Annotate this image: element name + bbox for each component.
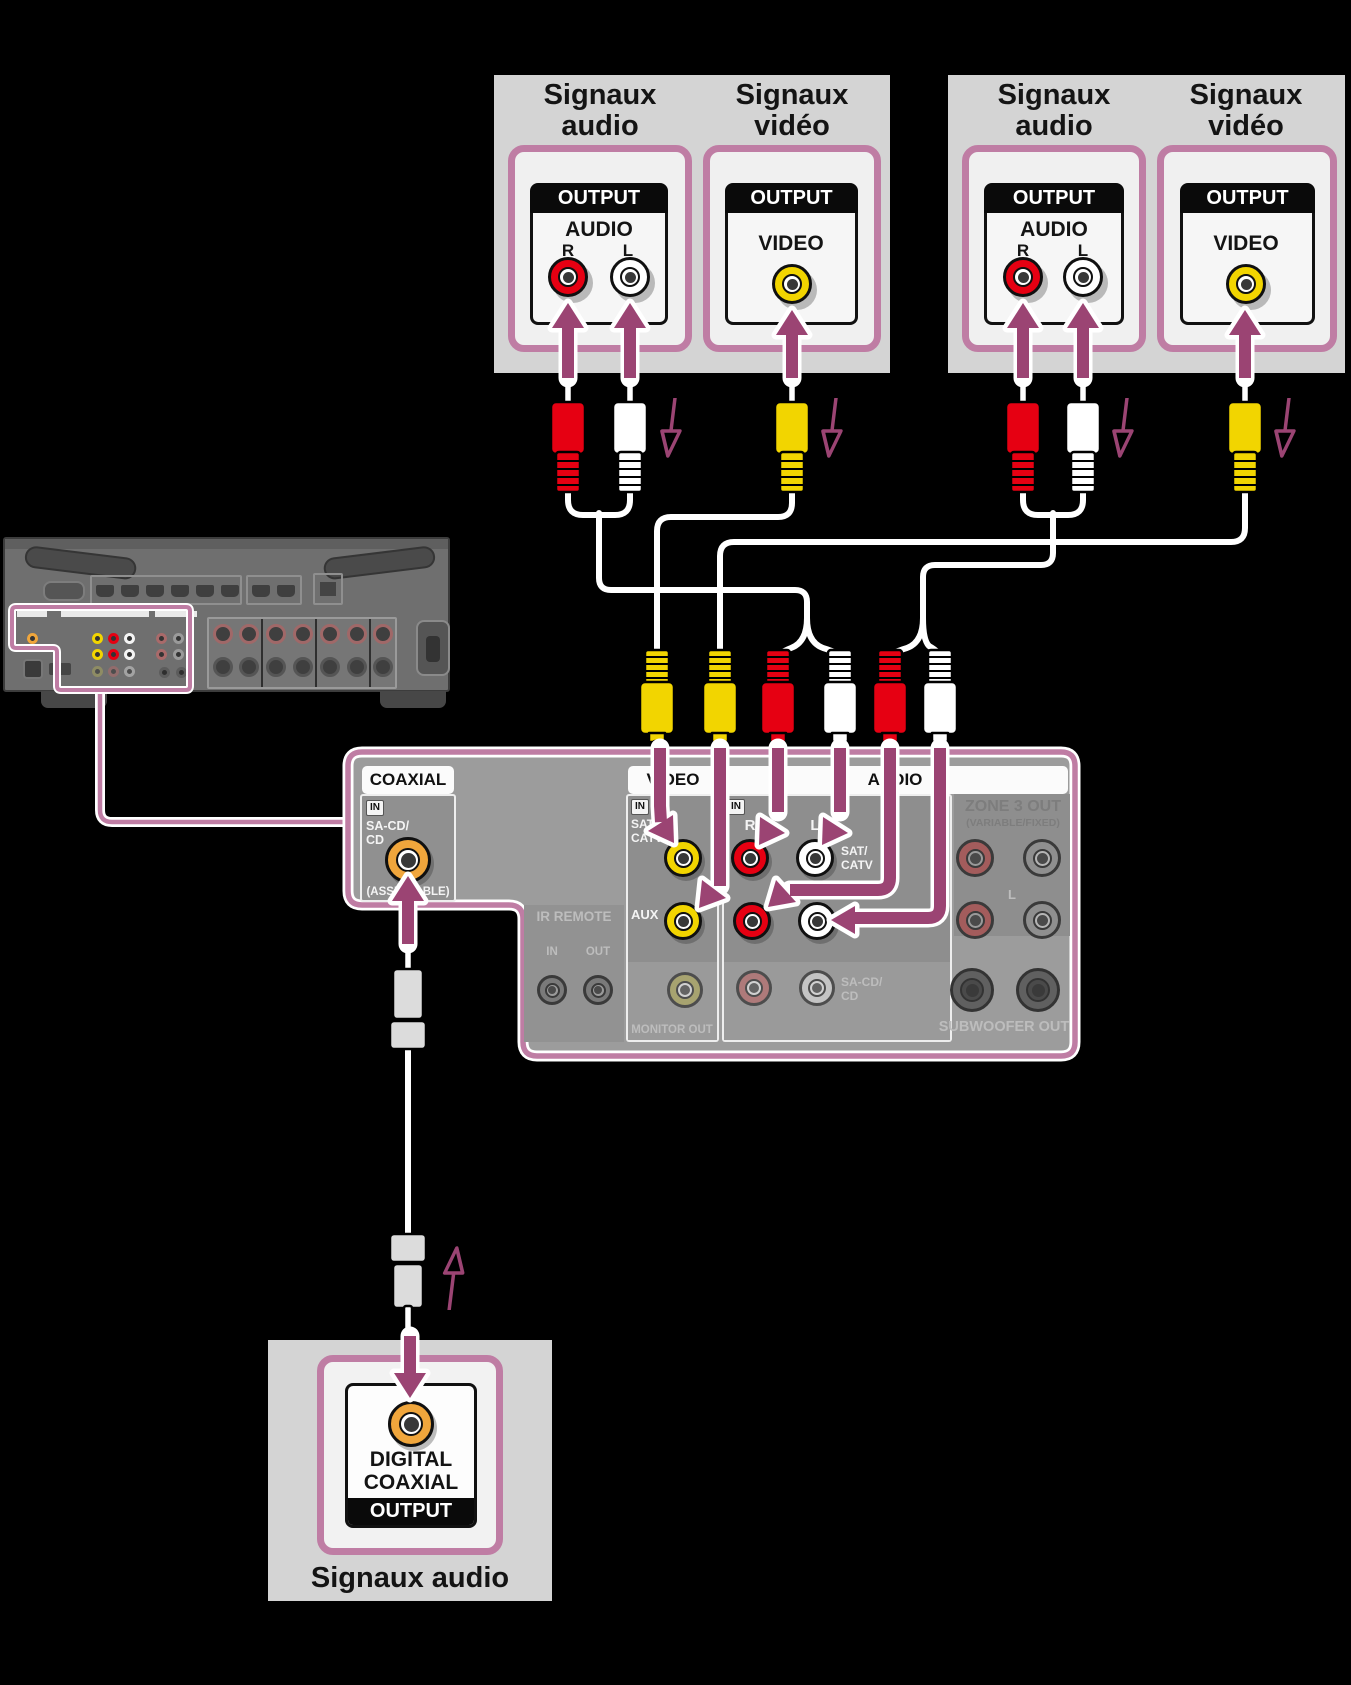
- signal-label-audio-2: Signaux audio: [997, 79, 1111, 143]
- audio-label: AUDIO: [1020, 218, 1088, 241]
- rca-plug-white-down-aux: [921, 648, 959, 756]
- signal-label-video-1: Signaux vidéo: [735, 79, 849, 143]
- subwoofer-out-jack-2: [1016, 968, 1060, 1012]
- audio-sacd-l-jack: [799, 970, 835, 1006]
- mini-coax-jack: [27, 633, 38, 644]
- zone3-l-label: L: [1008, 887, 1016, 902]
- signal-label-video-2: Signaux vidéo: [1189, 79, 1303, 143]
- coaxial-strip: COAXIAL: [362, 766, 454, 794]
- output-bar: OUTPUT: [530, 183, 668, 213]
- rca-plug-white-up-2: [1064, 378, 1102, 494]
- video-in-badge: IN: [631, 799, 649, 815]
- audio-r-output-jack-2: [1003, 257, 1043, 297]
- zone3-l2-jack: [1023, 901, 1061, 939]
- audio-sacd-label-2: CD: [841, 989, 859, 1003]
- direction-indicator-arrows: [442, 398, 1296, 1310]
- rca-plug-red-up-2: [1004, 378, 1042, 494]
- optical-port-icon: [23, 659, 43, 679]
- ir-remote-label: IR REMOTE: [536, 909, 612, 924]
- speaker-terminal-block: [207, 617, 397, 689]
- rca-plug-yellow-down-aux: [701, 648, 739, 756]
- down-indicator-icon: [660, 398, 682, 458]
- video-label: VIDEO: [758, 232, 824, 255]
- rca-plug-yellow-up-1: [773, 378, 811, 494]
- ir-in-label: IN: [546, 946, 558, 958]
- audio-l-label: L: [810, 817, 820, 834]
- rca-plug-red-down-sat: [759, 648, 797, 756]
- receiver-rear-panel: [3, 537, 450, 708]
- video-label: VIDEO: [1213, 232, 1279, 255]
- video-output-jack-2: [1226, 264, 1266, 304]
- audio-l-output-jack-2: [1063, 257, 1103, 297]
- up-indicator-icon: [442, 1246, 465, 1310]
- audio-sat-label-2: CATV: [841, 858, 873, 872]
- down-indicator-icon: [821, 398, 843, 458]
- ethernet-port-icon: [313, 573, 343, 605]
- digital-output-bar: OUTPUT: [348, 1498, 474, 1525]
- receiver-foot-right: [380, 691, 446, 708]
- rca-plug-white-up-1: [611, 378, 649, 494]
- audio-label: AUDIO: [565, 218, 633, 241]
- cable-casings: [402, 484, 1251, 1244]
- audio-r-label: R: [744, 817, 756, 834]
- zone3-mode-label: (VARIABLE/FIXED): [966, 817, 1060, 829]
- rca-plug-red-up-1: [549, 378, 587, 494]
- coaxial-sacd-label-2: CD: [366, 833, 385, 847]
- digital-coaxial-jack: [388, 1401, 434, 1447]
- digital-label: DIGITAL: [369, 1448, 453, 1471]
- coax-plug-pin-bottom: [402, 1304, 414, 1332]
- zone3-l-jack: [956, 901, 994, 939]
- monitor-out-label: MONITOR OUT: [631, 1024, 713, 1036]
- coaxial-label: COAXIAL: [363, 1471, 459, 1494]
- signal-label-audio-1: Signaux audio: [543, 79, 657, 143]
- rca-plug-white-down-sat: [821, 648, 859, 756]
- hdmi-out-group: [246, 575, 302, 605]
- rca-plug-yellow-up-2: [1226, 378, 1264, 494]
- aux-label: AUX: [631, 907, 659, 922]
- audio-sat-label-1: SAT/: [841, 844, 868, 858]
- callout-panel-border: [345, 749, 1078, 1059]
- audio-r-output-jack-1: [548, 257, 588, 297]
- coaxial-in-badge: IN: [366, 800, 384, 816]
- receiver-foot-left: [41, 691, 107, 708]
- receiver-highlight-outline: [10, 605, 192, 692]
- jack-cluster: [15, 601, 200, 691]
- down-indicator-icon: [1112, 398, 1134, 458]
- output-bar: OUTPUT: [984, 183, 1124, 213]
- rca-plug-yellow-down-sat: [638, 648, 676, 756]
- output-bar: OUTPUT: [725, 183, 858, 213]
- rca-plug-red-down-aux: [871, 648, 909, 756]
- output-bar: OUTPUT: [1180, 183, 1315, 213]
- dsub-port-icon: [43, 581, 85, 601]
- r-label: R: [561, 241, 575, 260]
- subwoofer-out-label: SUBWOOFER OUT: [938, 1019, 1070, 1035]
- audio-sat-l-jack: [796, 839, 834, 877]
- coaxial-sacd-label-1: SA-CD/: [366, 819, 410, 833]
- audio-l-output-jack-1: [610, 257, 650, 297]
- audio-sacd-r-jack: [736, 970, 772, 1006]
- down-indicator-icon: [1274, 398, 1296, 458]
- ir-in-jack: [537, 975, 567, 1005]
- receiver-top-edge: [5, 539, 448, 549]
- r-label: R: [1016, 241, 1030, 260]
- audio-source-caption: Signaux audio: [310, 1562, 510, 1594]
- cable-cores: [405, 487, 1248, 1241]
- l-label: L: [622, 241, 634, 260]
- ir-out-label: OUT: [585, 946, 611, 958]
- monitor-out-jack: [667, 972, 703, 1008]
- audio-sacd-label-1: SA-CD/: [841, 975, 883, 989]
- signal-arrows: [392, 303, 1261, 1398]
- zone3-out-label: ZONE 3 OUT: [964, 798, 1062, 815]
- ac-inlet-icon: [416, 620, 450, 676]
- zone3-r-jack: [956, 839, 994, 877]
- callout-leader-line: [97, 690, 348, 825]
- l-label: L: [1077, 241, 1089, 260]
- subwoofer-out-jack-1: [950, 968, 994, 1012]
- ir-out-jack: [583, 975, 613, 1005]
- zone3-r2-jack: [1023, 839, 1061, 877]
- ir-remote-box: [524, 905, 624, 1042]
- video-output-jack-1: [772, 264, 812, 304]
- arrow-casings: [387, 298, 1266, 1403]
